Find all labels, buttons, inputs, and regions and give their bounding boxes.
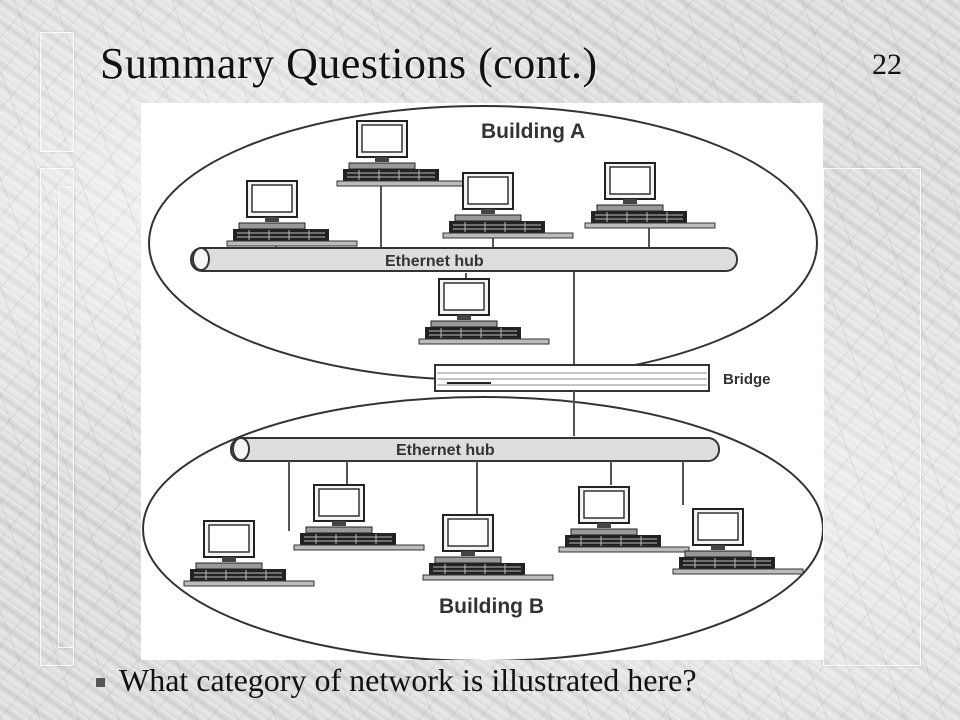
hub-icon — [230, 437, 720, 462]
slide-number: 22 — [872, 48, 902, 81]
frame-accent-right — [823, 168, 921, 666]
computer-icon — [672, 508, 804, 575]
computer-icon — [293, 484, 425, 551]
question-item: What category of network is illustrated … — [96, 662, 697, 699]
frame-accent-top-left — [40, 32, 74, 152]
building-b-boundary — [142, 396, 823, 660]
building-b-label: Building B — [439, 595, 544, 618]
building-a-label: Building A — [481, 120, 585, 143]
computer-icon — [558, 486, 690, 553]
computer-icon — [422, 514, 554, 581]
computer-icon — [336, 120, 468, 187]
bridge-label: Bridge — [723, 371, 771, 388]
bullet-icon — [96, 678, 105, 687]
question-text: What category of network is illustrated … — [119, 662, 697, 698]
hub-icon — [190, 247, 738, 272]
frame-accent-inner-left — [58, 186, 74, 648]
computer-icon — [584, 162, 716, 229]
computer-icon — [418, 278, 550, 345]
hub-b-label: Ethernet hub — [396, 442, 495, 459]
bridge-icon — [434, 364, 710, 392]
hub-a-label: Ethernet hub — [385, 253, 484, 270]
network-diagram: Ethernet hub Building A Bridge Ethernet … — [141, 103, 823, 660]
computer-icon — [183, 520, 315, 587]
slide-title: Summary Questions (cont.) — [100, 39, 598, 88]
computer-icon — [226, 180, 358, 247]
computer-icon — [442, 172, 574, 239]
